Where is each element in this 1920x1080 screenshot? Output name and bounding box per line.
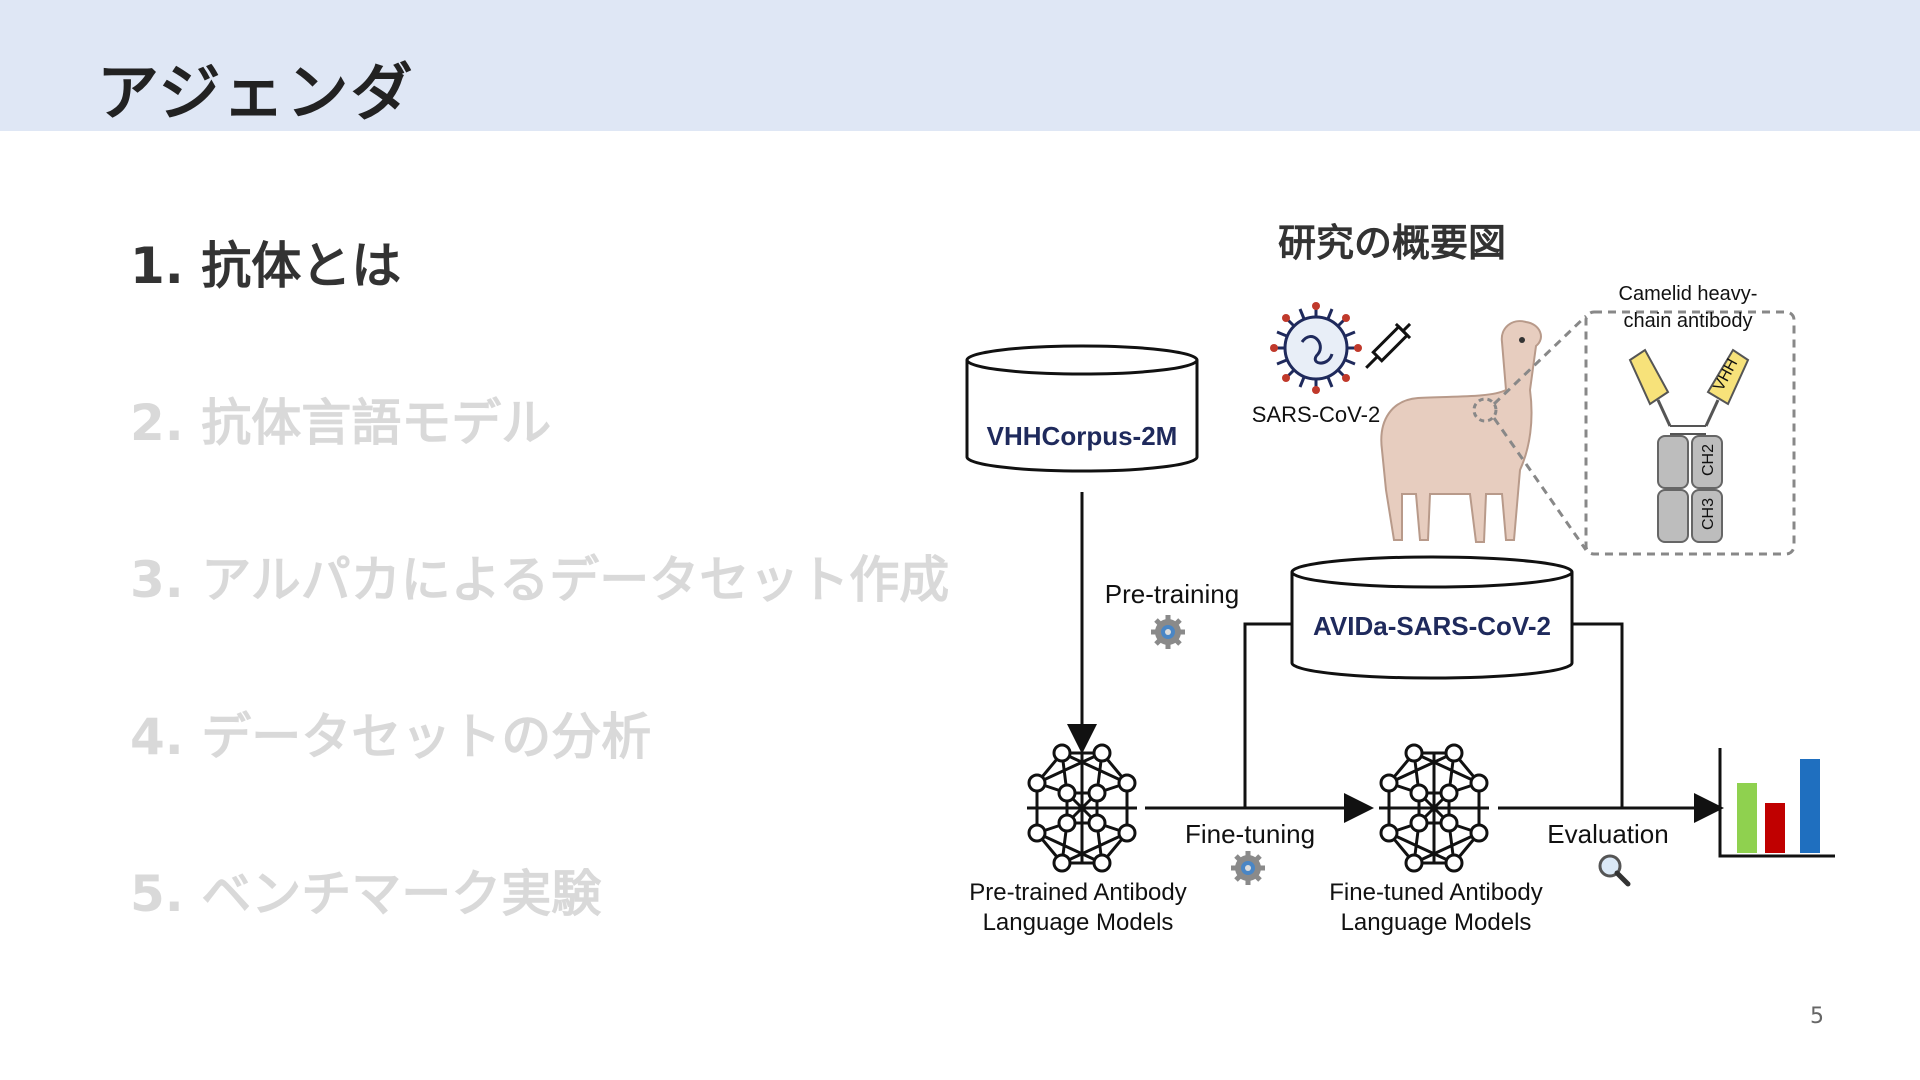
page-number: 5 xyxy=(1810,1004,1824,1029)
finetuned-line2: Language Models xyxy=(1341,909,1532,936)
overview-diagram: VHHCorpus-2M Pre-training AVIDa-SARS-CoV… xyxy=(950,280,1850,950)
bar-chart-icon xyxy=(1720,748,1835,856)
finetuned-line1: Fine-tuned Antibody xyxy=(1329,879,1542,906)
agenda-list: 1. 抗体とは 2. 抗体言語モデル 3. アルパカによるデータセット作成 4.… xyxy=(130,230,949,1015)
step-evaluation-label: Evaluation xyxy=(1547,819,1668,849)
corpus-database-icon xyxy=(967,346,1197,471)
dataset-to-eval-line xyxy=(1572,624,1622,808)
virus-icon xyxy=(1270,302,1362,394)
pretrained-line2: Language Models xyxy=(983,909,1174,936)
finetuned-network-icon xyxy=(1379,745,1489,871)
virus-label: SARS-CoV-2 xyxy=(1252,402,1380,427)
agenda-item-5: 5. ベンチマーク実験 xyxy=(130,858,949,1015)
gear-icon xyxy=(1231,851,1265,885)
agenda-item-4: 4. データセットの分析 xyxy=(130,701,949,858)
step-pretraining-label: Pre-training xyxy=(1105,579,1239,609)
corpus-db-label: VHHCorpus-2M xyxy=(987,421,1178,451)
domain-ch3-label: CH3 xyxy=(1700,498,1717,530)
pretrained-line1: Pre-trained Antibody xyxy=(969,879,1186,906)
slide-title: アジェンダ xyxy=(97,42,415,132)
agenda-item-3: 3. アルパカによるデータセット作成 xyxy=(130,544,949,701)
dataset-to-finetune-line xyxy=(1245,624,1292,808)
agenda-item-1: 1. 抗体とは xyxy=(130,230,949,387)
figure-title: 研究の概要図 xyxy=(1278,212,1506,267)
dataset-db-label: AVIDa-SARS-CoV-2 xyxy=(1313,611,1551,641)
domain-ch2-label: CH2 xyxy=(1700,444,1717,476)
step-finetuning-label: Fine-tuning xyxy=(1185,819,1315,849)
antibody-caption-line2: chain antibody xyxy=(1624,310,1753,332)
gear-icon xyxy=(1151,615,1185,649)
antibody-caption-line1: Camelid heavy- xyxy=(1619,283,1758,305)
syringe-icon xyxy=(1359,317,1417,375)
pretrained-network-icon xyxy=(1027,745,1137,871)
magnifier-icon xyxy=(1600,856,1628,884)
agenda-item-2: 2. 抗体言語モデル xyxy=(130,387,949,544)
alpaca-icon xyxy=(1381,321,1541,542)
